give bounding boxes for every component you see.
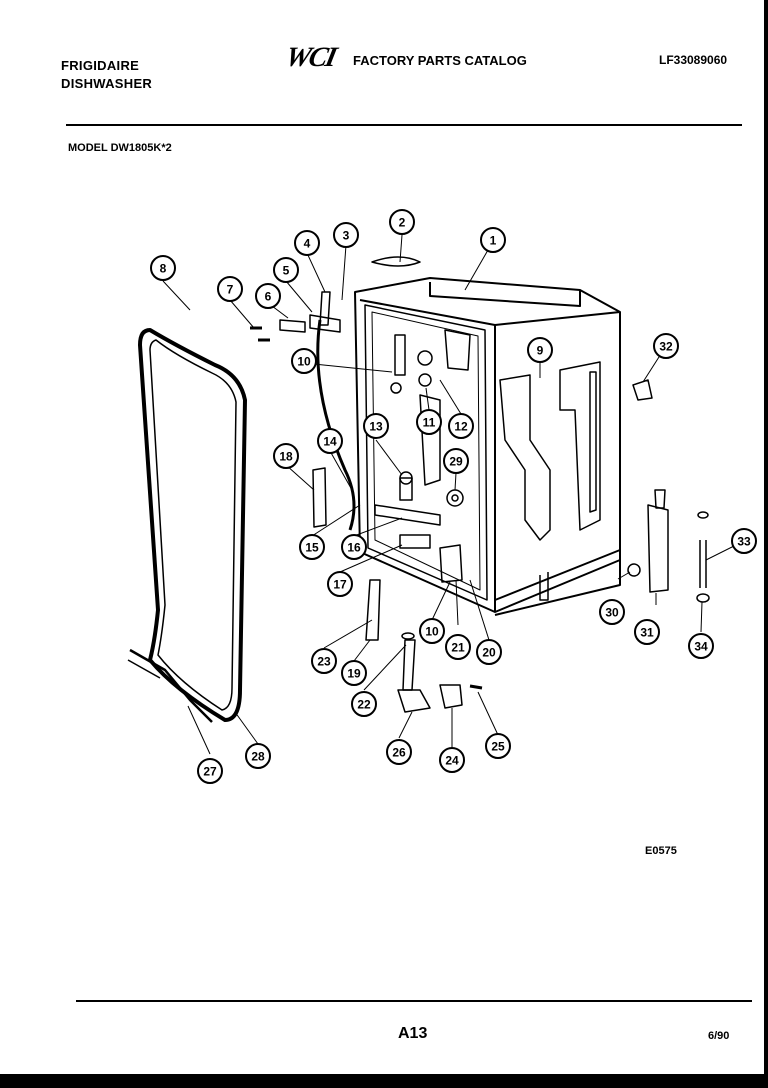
part-callout-number: 24 bbox=[445, 754, 459, 768]
part-callout-number: 13 bbox=[369, 420, 383, 434]
part-callout-17: 17 bbox=[327, 571, 353, 597]
part-callout-number: 1 bbox=[490, 234, 497, 248]
side-duct bbox=[499, 361, 601, 541]
product-type: DISHWASHER bbox=[61, 76, 153, 91]
part-callout-1: 1 bbox=[480, 227, 506, 253]
part-callout-7: 7 bbox=[217, 276, 243, 302]
part-callout-number: 21 bbox=[451, 641, 465, 655]
part-callout-number: 30 bbox=[605, 606, 619, 620]
part-callout-number: 10 bbox=[297, 355, 311, 369]
part-callout-3: 3 bbox=[333, 222, 359, 248]
part-callout-10: 10 bbox=[291, 348, 317, 374]
part-callout-number: 14 bbox=[323, 435, 337, 449]
part-callout-12: 12 bbox=[448, 413, 474, 439]
part-callout-number: 23 bbox=[317, 655, 331, 669]
vent-part bbox=[371, 256, 421, 267]
inner-components bbox=[374, 329, 471, 583]
part-callout-number: 33 bbox=[737, 535, 751, 549]
part-callout-number: 11 bbox=[423, 416, 436, 430]
part-callout-number: 18 bbox=[279, 450, 293, 464]
part-callout-number: 22 bbox=[357, 698, 371, 712]
part-callout-number: 20 bbox=[482, 646, 496, 660]
part-callout-number: 9 bbox=[537, 344, 544, 358]
part-callout-14: 14 bbox=[317, 428, 343, 454]
part-callout-number: 6 bbox=[265, 290, 272, 304]
part-callout-9: 9 bbox=[527, 337, 553, 363]
drain-parts bbox=[627, 379, 669, 593]
right-frame-edge bbox=[764, 0, 768, 1088]
part-callout-number: 8 bbox=[160, 262, 167, 276]
part-callout-number: 19 bbox=[347, 667, 361, 681]
part-callout-number: 17 bbox=[333, 578, 347, 592]
part-callout-number: 29 bbox=[449, 455, 463, 469]
part-callout-2: 2 bbox=[389, 209, 415, 235]
part-callout-32: 32 bbox=[653, 333, 679, 359]
part-callout-23: 23 bbox=[311, 648, 337, 674]
catalog-number: LF33089060 bbox=[659, 53, 728, 67]
rod-part bbox=[696, 511, 710, 603]
door-gasket bbox=[138, 328, 247, 722]
part-callout-34: 34 bbox=[688, 633, 714, 659]
part-callout-number: 2 bbox=[399, 216, 406, 230]
brand-name: FRIGIDAIRE bbox=[61, 58, 140, 73]
part-callout-15: 15 bbox=[299, 534, 325, 560]
part-callout-number: 5 bbox=[283, 264, 290, 278]
part-callout-26: 26 bbox=[386, 739, 412, 765]
part-callout-6: 6 bbox=[255, 283, 281, 309]
bottom-parts bbox=[365, 579, 483, 713]
part-callout-number: 32 bbox=[659, 340, 673, 354]
part-callout-number: 27 bbox=[203, 765, 217, 779]
part-callout-20: 20 bbox=[476, 639, 502, 665]
part-callout-27: 27 bbox=[197, 758, 223, 784]
leader-lines bbox=[162, 234, 745, 755]
part-callout-5: 5 bbox=[273, 257, 299, 283]
door-strip bbox=[129, 648, 213, 723]
part-callout-number: 12 bbox=[454, 420, 468, 434]
part-callout-21: 21 bbox=[445, 634, 471, 660]
page-number: A13 bbox=[398, 1025, 428, 1042]
hinge-parts bbox=[250, 291, 341, 342]
part-callout-number: 15 bbox=[305, 541, 319, 555]
part-callout-number: 10 bbox=[425, 625, 439, 639]
door-cable bbox=[316, 319, 356, 531]
part-callout-24: 24 bbox=[439, 747, 465, 773]
part-callout-8: 8 bbox=[150, 255, 176, 281]
part-callout-11: 11 bbox=[416, 409, 442, 435]
part-callout-number: 34 bbox=[694, 640, 708, 654]
part-callout-number: 4 bbox=[304, 237, 311, 251]
part-callout-number: 25 bbox=[491, 740, 505, 754]
footer-divider bbox=[76, 1000, 752, 1002]
bottom-frame-edge bbox=[0, 1074, 768, 1088]
part-callout-19: 19 bbox=[341, 660, 367, 686]
part-callout-28: 28 bbox=[245, 743, 271, 769]
diagram-id: E0575 bbox=[645, 845, 677, 857]
part-callout-number: 28 bbox=[251, 750, 265, 764]
model-number: MODEL DW1805K*2 bbox=[68, 142, 172, 154]
part-callout-number: 31 bbox=[640, 626, 654, 640]
part-callout-30: 30 bbox=[599, 599, 625, 625]
part-callout-25: 25 bbox=[485, 733, 511, 759]
part-callout-16: 16 bbox=[341, 534, 367, 560]
part-callout-number: 16 bbox=[347, 541, 361, 555]
part-callout-number: 7 bbox=[227, 283, 234, 297]
part-callout-29: 29 bbox=[443, 448, 469, 474]
part-callout-18: 18 bbox=[273, 443, 299, 469]
part-callout-13: 13 bbox=[363, 413, 389, 439]
part-callout-31: 31 bbox=[634, 619, 660, 645]
catalog-title: FACTORY PARTS CATALOG bbox=[353, 53, 527, 68]
part-callout-number: 26 bbox=[392, 746, 406, 760]
part-callout-4: 4 bbox=[294, 230, 320, 256]
part-callout-33: 33 bbox=[731, 528, 757, 554]
latch-part bbox=[312, 467, 327, 528]
part-callout-22: 22 bbox=[351, 691, 377, 717]
catalog-date: 6/90 bbox=[708, 1030, 730, 1042]
header-divider bbox=[66, 124, 742, 126]
tub-body bbox=[354, 277, 621, 616]
part-callout-10: 10 bbox=[419, 618, 445, 644]
part-callout-number: 3 bbox=[343, 229, 350, 243]
